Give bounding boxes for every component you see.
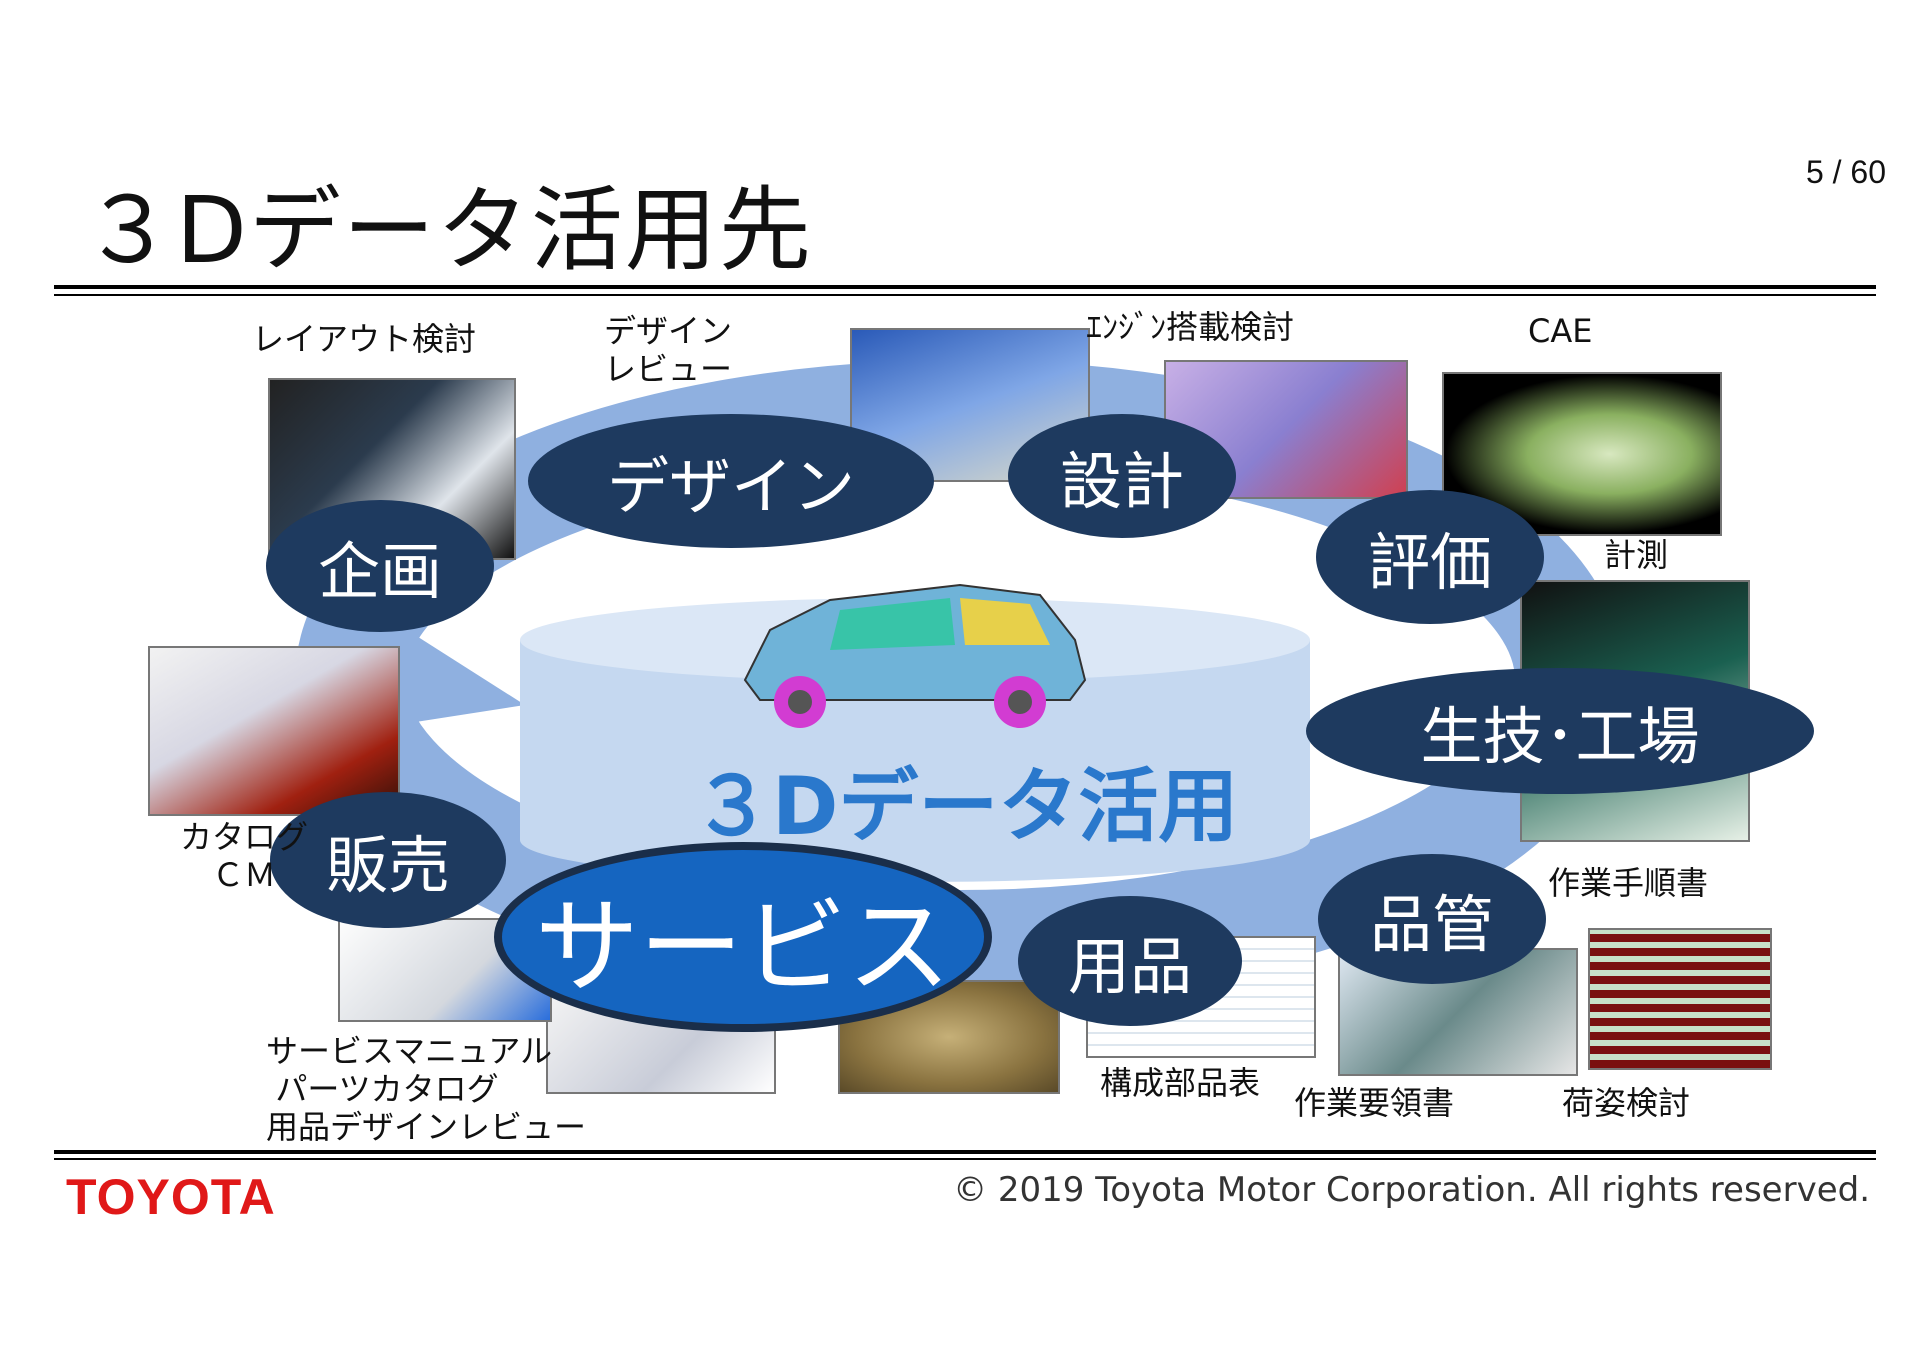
stage-production-engineering: 生技･工場: [1306, 668, 1814, 794]
stage-accessories: 用品: [1018, 896, 1242, 1026]
slide-title: ３Dデータ活用先: [82, 177, 813, 284]
center-label: ３Dデータ活用: [692, 760, 1239, 853]
stage-quality-control: 品管: [1318, 854, 1546, 984]
header-rule: [54, 285, 1876, 289]
stage-service: サービス: [494, 842, 992, 1032]
label-measurement: 計測: [1604, 536, 1669, 574]
label-parts-catalog: パーツカタログ: [275, 1070, 499, 1108]
label-design-review-line1: デザイン: [604, 312, 733, 350]
stage-evaluation: 評価: [1316, 490, 1544, 624]
label-packing-study: 荷姿検討: [1562, 1084, 1691, 1122]
catalog-screenshot: [148, 646, 400, 816]
stage-planning: 企画: [266, 500, 494, 632]
label-cae: CAE: [1528, 312, 1593, 350]
label-design-review: デザイン レビュー: [604, 312, 732, 388]
label-accessory-design-review: 用品デザインレビュー: [266, 1108, 587, 1146]
label-work-procedure: 作業手順書: [1548, 864, 1709, 902]
label-cm: ＣＭ: [212, 856, 277, 894]
packing-screenshot: [1588, 928, 1772, 1070]
label-work-guide: 作業要領書: [1294, 1084, 1455, 1122]
car-3d-model-image: [743, 583, 1087, 728]
stage-engineering: 設計: [1008, 414, 1236, 538]
stage-design: デザイン: [528, 414, 934, 548]
label-parts-list: 構成部品表: [1100, 1064, 1261, 1102]
toyota-logo: TOYOTA: [66, 1169, 276, 1225]
label-service-manual: サービスマニュアル: [266, 1032, 553, 1070]
footer-rule-thin: [54, 1158, 1876, 1160]
page-number: 5 / 60: [1805, 154, 1886, 190]
label-catalog-cm: カタログ ＣＭ: [180, 818, 308, 894]
copyright-text: © 2019 Toyota Motor Corporation. All rig…: [953, 1170, 1870, 1210]
header-rule-thin: [54, 294, 1876, 296]
label-service-docs: サービスマニュアル パーツカタログ 用品デザインレビュー: [266, 1032, 587, 1146]
label-layout-study: レイアウト検討: [252, 320, 477, 358]
label-design-review-line2: レビュー: [604, 350, 733, 388]
label-catalog: カタログ: [180, 818, 309, 856]
label-engine-mount: ｴﾝｼﾞﾝ搭載検討: [1086, 308, 1295, 346]
footer-rule: [54, 1150, 1876, 1154]
stage-sales: 販売: [270, 792, 506, 928]
